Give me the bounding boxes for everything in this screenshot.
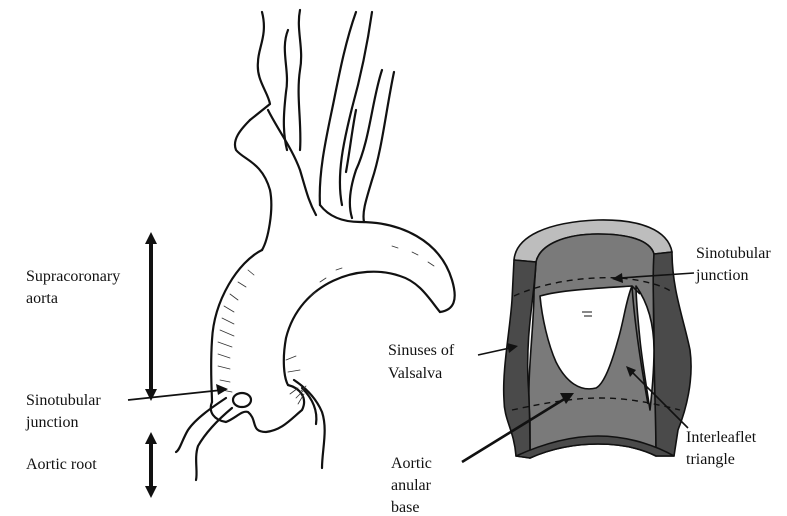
- label-sinuses-line1: Sinuses of: [388, 342, 455, 359]
- label-aortic-anular-base: Aortic anular base: [391, 455, 436, 516]
- brachiocephalic-vessel: [250, 12, 270, 120]
- aortic-root-arrow-head-top: [145, 432, 157, 444]
- aortic-root-cutaway: [504, 220, 691, 458]
- right-coronary-stub-b: [196, 408, 232, 480]
- aorta-illustration: [176, 10, 455, 480]
- right-vessel-c: [346, 110, 356, 172]
- label-sinotubular-right-line1: Sinotubular: [696, 245, 771, 262]
- aortic-root-arrow-head-bottom: [145, 486, 157, 498]
- left-carotid-vessel: [284, 30, 288, 150]
- dimension-arrows: [128, 232, 228, 498]
- label-sinuses-of-valsalva: Sinuses of Valsalva: [388, 342, 458, 382]
- left-subclavian-vessel: [320, 12, 356, 205]
- label-sinuses-line2: Valsalva: [388, 365, 442, 382]
- label-anular-line1: Aortic: [391, 455, 432, 472]
- coronary-ostium: [233, 393, 251, 407]
- label-aortic-root: Aortic root: [26, 456, 97, 473]
- label-sinotubular-right-line2: junction: [695, 267, 748, 284]
- label-sinotubular-left-line1: Sinotubular: [26, 392, 101, 409]
- right-coronary-stub: [176, 398, 226, 452]
- label-anular-line3: base: [391, 499, 419, 516]
- supracoronary-arrow-head-bottom: [145, 389, 157, 401]
- label-interleaflet-line1: Interleaflet: [686, 429, 757, 446]
- sinotubular-left-pointer: [128, 390, 222, 400]
- aortic-root-outline: [211, 385, 304, 432]
- sinotubular-left-pointer-head: [216, 384, 228, 395]
- label-anular-line2: anular: [391, 477, 432, 494]
- supracoronary-arrow-head-top: [145, 232, 157, 244]
- label-supracoronary-line1: Supracoronary: [26, 268, 120, 285]
- trunk-right-wall: [268, 110, 316, 215]
- left-carotid-vessel-b: [299, 10, 302, 150]
- right-vessel: [350, 70, 382, 218]
- arch-top-wall: [320, 205, 455, 312]
- label-sinotubular-junction-left: Sinotubular junction: [25, 392, 105, 431]
- label-sinotubular-left-line2: junction: [25, 414, 78, 431]
- label-interleaflet-triangle: Interleaflet triangle: [686, 429, 760, 468]
- ascending-aorta-outer-wall: [211, 250, 262, 402]
- label-supracoronary-line2: aorta: [26, 290, 58, 307]
- left-coronary-stub: [294, 380, 325, 468]
- label-sinotubular-junction-right: Sinotubular junction: [695, 245, 775, 284]
- label-interleaflet-line2: triangle: [686, 451, 735, 468]
- sinuses-pointer: [478, 348, 510, 355]
- trunk-left-wall: [235, 120, 271, 250]
- label-supracoronary-aorta: Supracoronary aorta: [26, 268, 124, 307]
- right-vessel-b: [363, 72, 394, 222]
- left-subclavian-vessel-b: [340, 12, 372, 205]
